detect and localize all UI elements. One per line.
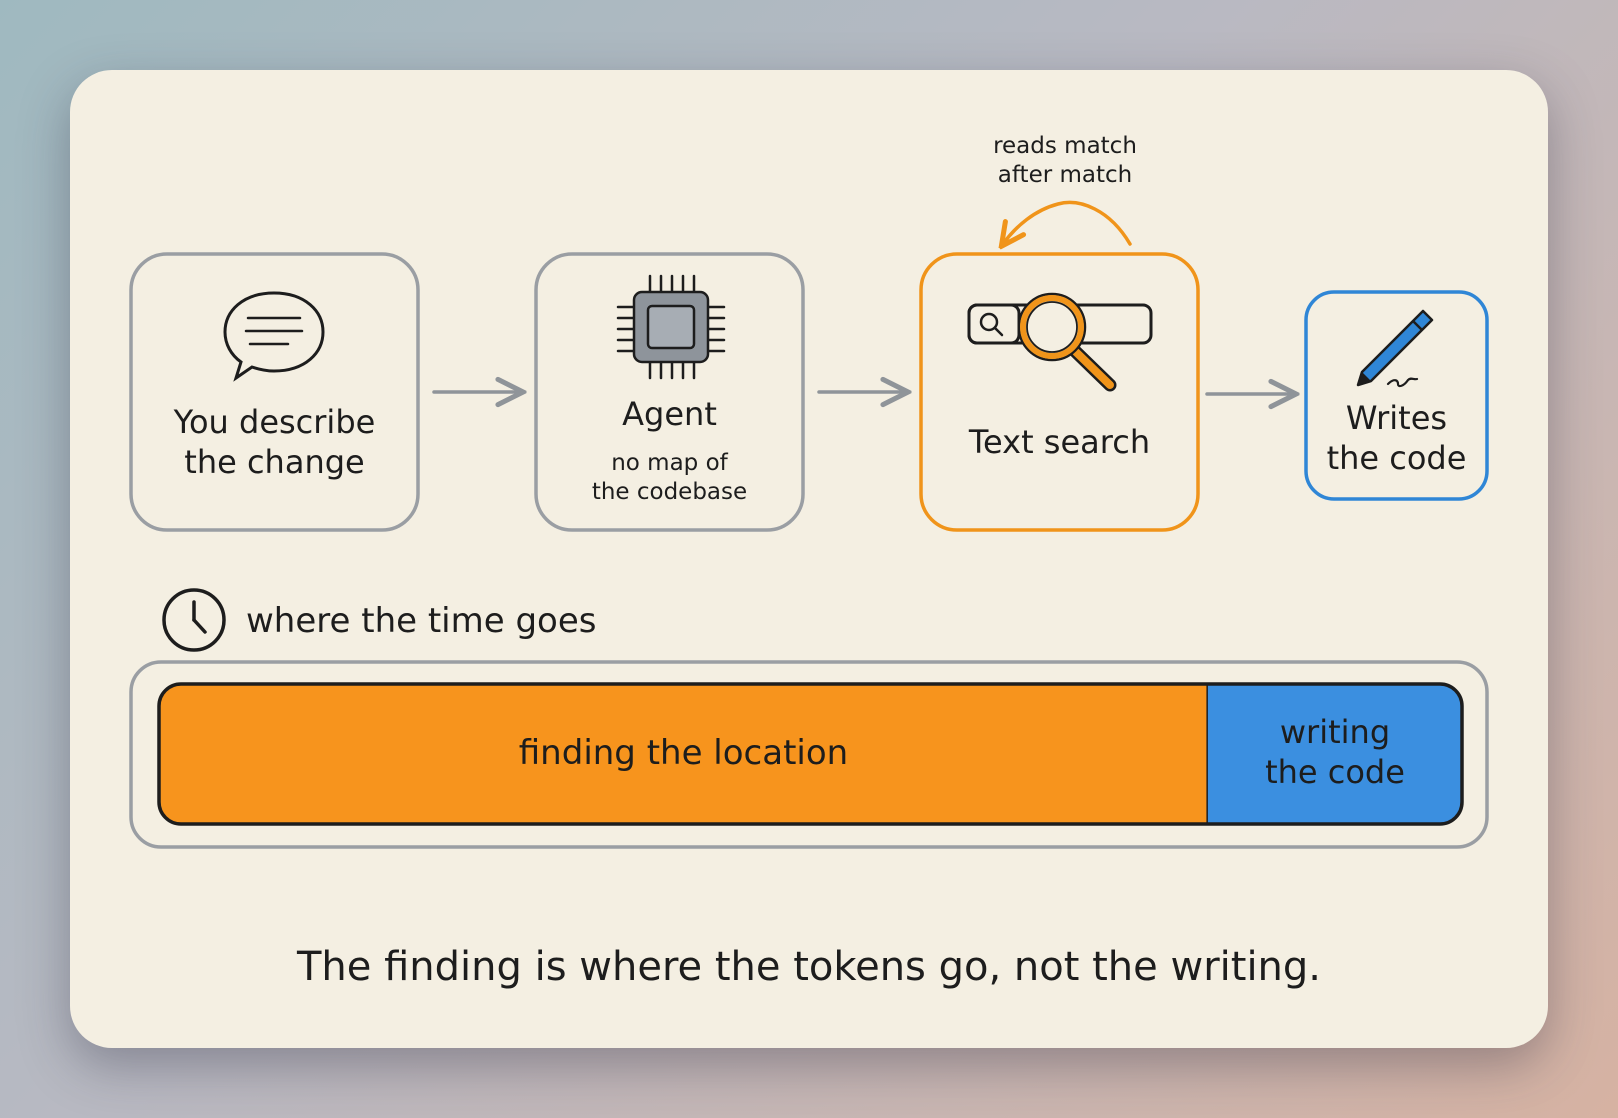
- step-box-text-search: [919, 252, 1200, 532]
- step-sublabel-agent-line2: the codebase: [591, 478, 748, 505]
- magnifier-icon: [967, 292, 1153, 392]
- bar-label-finding: finding the location: [518, 733, 849, 773]
- time-label: where the time goes: [246, 601, 597, 641]
- step-label-describe-line1: You describe: [173, 403, 376, 441]
- loop-note-line1: reads match: [993, 133, 1137, 159]
- time-bar-segment-1: [159, 684, 1208, 824]
- pencil-icon: [1356, 309, 1434, 388]
- step-label-writes-code: Writes the code: [1306, 398, 1487, 478]
- time-bar-segment-2: [1207, 684, 1462, 824]
- loop-note: reads match after match: [960, 132, 1170, 190]
- bar-label-writing-line2: the code: [1265, 753, 1405, 791]
- caption: The finding is where the tokens go, not …: [296, 944, 1322, 990]
- diagram-card: [70, 70, 1548, 1048]
- clock-icon: [162, 588, 226, 652]
- chip-icon: [616, 274, 726, 380]
- time-bar-segments: [159, 684, 1462, 824]
- step-box-agent: [534, 252, 805, 532]
- step-box-describe: [129, 252, 420, 532]
- step-label-text-search: Text search: [968, 423, 1151, 461]
- time-bar-frame: [129, 660, 1489, 849]
- step-label-writes-code-line2: the code: [1326, 439, 1467, 477]
- speech-bubble-icon: [223, 291, 325, 382]
- step-label-agent: Agent: [622, 395, 717, 433]
- bar-label-writing-line1: writing: [1279, 713, 1391, 751]
- step-sublabel-agent-line1: no map of: [611, 450, 728, 476]
- step-label-writes-code-line1: Writes: [1345, 399, 1448, 437]
- step-label-describe: You describe the change: [131, 402, 418, 482]
- time-bar-outline: [157, 682, 1464, 826]
- step-sublabel-agent: no map of the codebase: [536, 449, 803, 507]
- step-box-writes-code: [1304, 290, 1489, 501]
- loop-arrow: [1003, 200, 1132, 244]
- bar-label-writing: writing the code: [1208, 712, 1462, 792]
- step-label-describe-line2: the change: [184, 443, 365, 481]
- loop-note-line2: after match: [997, 161, 1133, 188]
